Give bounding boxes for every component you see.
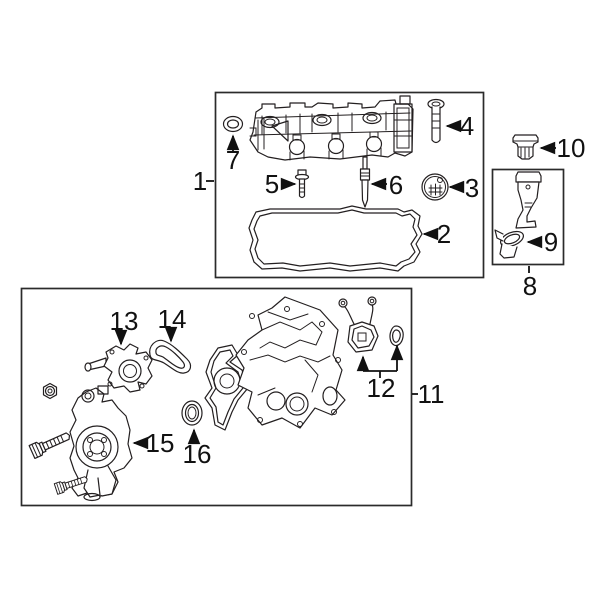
hex-nut [42,382,58,400]
valve-cover-gasket-part-2 [248,205,423,272]
stud-bolt-part-5 [294,169,310,199]
oil-filler-cap-part-10 [512,134,539,160]
short-bolt [53,476,88,495]
valve-cover-part [249,95,414,161]
callout-label-4[interactable]: 4 [460,111,474,141]
elbow-grommet-part-9 [494,229,524,259]
seal-part-16 [181,400,203,426]
tube-stud-part-6 [359,156,371,208]
seal-ring-part-7 [222,115,244,133]
callout-label-14[interactable]: 14 [158,304,187,334]
callout-label-13[interactable]: 13 [110,306,139,336]
timing-cover-gasket-part [204,344,249,431]
valve-cover-group-box [214,91,485,279]
callout-label-11[interactable]: 11 [418,379,445,409]
curved-gasket-part-14 [149,339,192,374]
callout-label-9[interactable]: 9 [544,227,558,257]
breather-cap-part-3 [421,173,449,201]
callout-label-1[interactable]: 1 [193,166,207,196]
callout-label-2[interactable]: 2 [437,219,451,249]
oil-filler-tube-group-box [491,168,565,266]
callout-label-5[interactable]: 5 [265,169,279,199]
oil-filler-tube-part [515,171,542,229]
callout-label-16[interactable]: 16 [183,439,212,469]
callout-12-bracket [356,344,404,378]
callout-label-8[interactable]: 8 [523,271,537,301]
water-pump-part-15 [69,385,133,502]
callout-label-7[interactable]: 7 [226,145,240,175]
timing-cover-part [235,296,346,429]
long-bolt [28,432,71,459]
timing-cover-group-box [20,287,413,507]
thermostat-housing-part-13 [84,343,153,393]
callout-label-10[interactable]: 10 [557,133,586,163]
small-gaskets-part-12 [338,296,404,353]
bolt-part-4 [427,98,445,144]
callout-label-3[interactable]: 3 [465,173,479,203]
callout-label-6[interactable]: 6 [389,170,403,200]
callout-label-15[interactable]: 15 [146,428,175,458]
callout-label-12[interactable]: 12 [367,373,396,403]
